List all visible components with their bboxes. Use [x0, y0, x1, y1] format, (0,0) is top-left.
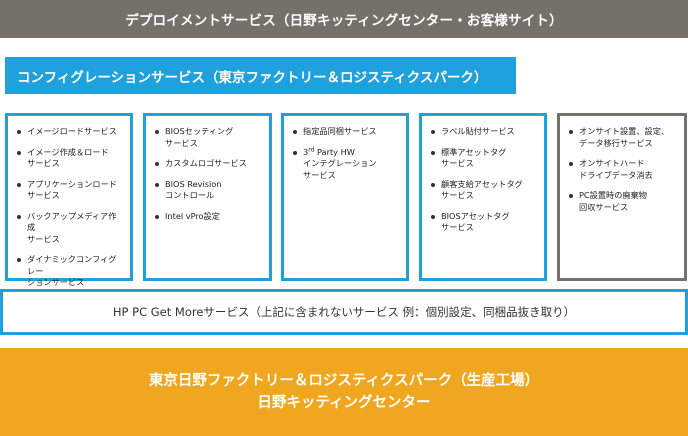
list-item: BIOSセッティング サービス — [154, 126, 263, 149]
configuration-service-banner: コンフィグレーションサービス（東京ファクトリー＆ロジスティクスパーク） — [5, 57, 516, 94]
ordinal-suffix: rd — [308, 145, 315, 153]
get-more-service-text: HP PC Get Moreサービス（上記に含まれないサービス 例：個別設定、同… — [112, 305, 576, 319]
list-item: BIOSアセットタグ サービス — [430, 211, 538, 234]
list-item: バックアップメディア作成 サービス — [16, 211, 124, 246]
list-item: PC設置時の廃棄物 回収サービス — [568, 190, 678, 213]
factory-banner: 東京日野ファクトリー＆ロジスティクスパーク（生産工場） 日野キッティングセンター — [0, 348, 688, 436]
list-item: アプリケーションロード サービス — [16, 179, 124, 202]
list-item: オンサイト設置、設定、 データ移行サービス — [568, 126, 678, 149]
list-item: カスタムロゴサービス — [154, 158, 263, 170]
list-item: 3rd Party HW インテグレーション サービス — [292, 145, 400, 182]
list-item: イメージ作成＆ロード サービス — [16, 147, 124, 170]
list-item: ラベル貼付サービス — [430, 126, 538, 138]
factory-name: 東京日野ファクトリー＆ロジスティクスパーク（生産工場） — [148, 373, 540, 389]
list-item: 顧客支給アセットタグ サービス — [430, 179, 538, 202]
hardware-services-box: 指定品同梱サービス 3rd Party HW インテグレーション サービス — [281, 113, 409, 281]
asset-tag-services-box: ラベル貼付サービス 標準アセットタグ サービス 顧客支給アセットタグ サービス … — [419, 113, 547, 281]
onsite-services-box: オンサイト設置、設定、 データ移行サービス オンサイトハード ドライブデータ消去… — [557, 113, 687, 281]
list-item: Intel vPro設定 — [154, 211, 263, 223]
list-item: イメージロードサービス — [16, 126, 124, 138]
image-services-box: イメージロードサービス イメージ作成＆ロード サービス アプリケーションロード … — [5, 113, 133, 287]
list-item: 標準アセットタグ サービス — [430, 147, 538, 170]
list-item: BIOS Revision コントロール — [154, 179, 263, 202]
bios-services-box: BIOSセッティング サービス カスタムロゴサービス BIOS Revision… — [143, 113, 272, 281]
configuration-service-title: コンフィグレーションサービス（東京ファクトリー＆ロジスティクスパーク） — [17, 69, 488, 86]
deployment-service-title: デプロイメントサービス（日野キッティングセンター・お客様サイト） — [125, 13, 563, 29]
get-more-service-banner: HP PC Get Moreサービス（上記に含まれないサービス 例：個別設定、同… — [0, 289, 688, 335]
kitting-center-name: 日野キッティングセンター — [257, 395, 431, 411]
list-item: ダイナミックコンフィグレー ションサービス — [16, 254, 124, 289]
deployment-service-banner: デプロイメントサービス（日野キッティングセンター・お客様サイト） — [0, 0, 688, 38]
list-item: オンサイトハード ドライブデータ消去 — [568, 158, 678, 181]
list-item: 指定品同梱サービス — [292, 126, 400, 138]
